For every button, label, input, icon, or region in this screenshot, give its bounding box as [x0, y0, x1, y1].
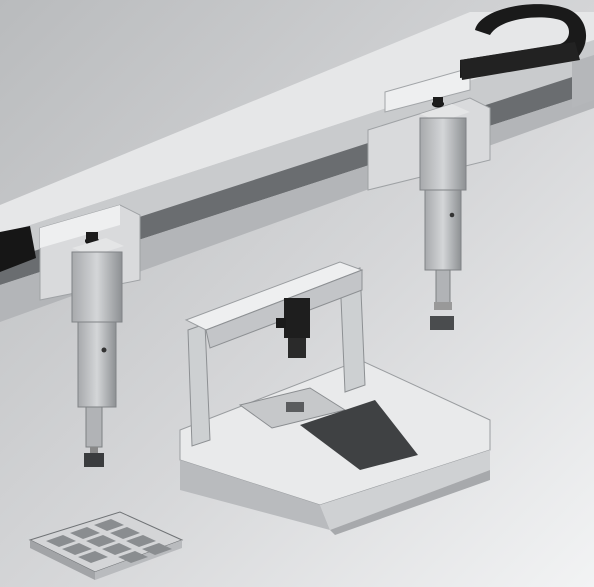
- base-right: [320, 450, 490, 530]
- base-bevel: [330, 470, 490, 535]
- camera-body: [284, 298, 310, 338]
- chain-run: [460, 42, 580, 80]
- rail-end-block: [572, 55, 594, 108]
- rail-upper-side: [0, 40, 594, 268]
- left-pick-and-place-head: [71, 232, 124, 467]
- camera-lens: [288, 338, 306, 358]
- rail-top-face: [0, 12, 594, 235]
- base-front: [180, 460, 330, 530]
- part-on-fixture: [286, 402, 304, 412]
- left-carriage-top: [40, 205, 120, 248]
- right-carriage-top: [384, 67, 471, 113]
- camera-mount: [276, 318, 286, 328]
- cable-drag-chain: [0, 4, 587, 272]
- right-pick-and-place-head: [419, 97, 470, 330]
- dark-slot-strip: [300, 400, 418, 470]
- component-tray: [28, 511, 184, 580]
- chain-left-stub: [0, 226, 36, 272]
- camera-inspection-bridge: [179, 261, 491, 535]
